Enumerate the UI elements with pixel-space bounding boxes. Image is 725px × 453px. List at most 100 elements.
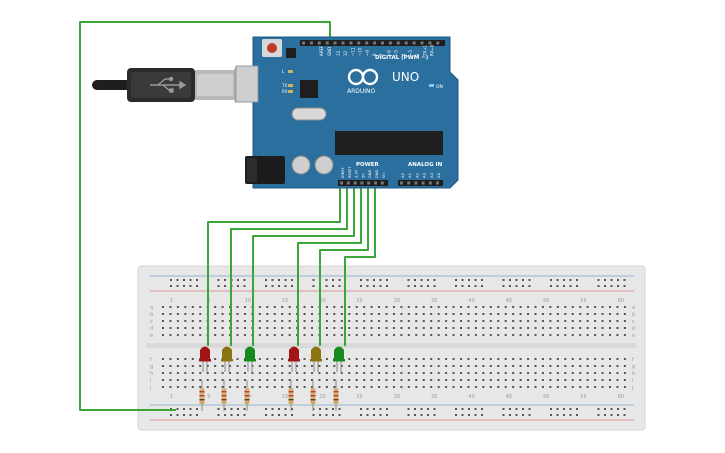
power-pin-label: GND — [368, 170, 372, 178]
digital-pin-label: ~11 — [350, 47, 355, 56]
row-letter: a — [150, 305, 153, 311]
board-model: UNO — [392, 70, 419, 84]
led[interactable] — [221, 346, 233, 373]
column-number: 55 — [580, 298, 586, 304]
resistor-group — [199, 380, 339, 411]
crystal — [291, 107, 327, 121]
row-letter: a — [632, 305, 635, 311]
breadboard[interactable]: 1155101015152020252530303535404045455050… — [137, 265, 646, 431]
analog-pin-label: A1 — [407, 172, 412, 178]
analog-header — [398, 180, 443, 186]
resistor[interactable] — [288, 380, 294, 411]
column-number: 50 — [543, 298, 549, 304]
column-number: 25 — [357, 298, 363, 304]
digital-pin-label: ~9 — [365, 50, 370, 56]
led[interactable] — [310, 346, 322, 373]
digital-pin-label: 13 — [336, 50, 341, 56]
column-number: 20 — [319, 298, 325, 304]
led[interactable] — [333, 346, 345, 373]
digital-pin-label: ~3 — [408, 50, 413, 56]
row-letter: j — [149, 385, 151, 391]
resistor[interactable] — [221, 380, 227, 411]
capacitor — [291, 155, 311, 175]
column-number: 55 — [580, 394, 586, 400]
column-number: 30 — [394, 394, 400, 400]
led[interactable] — [244, 346, 256, 373]
row-letter: f — [150, 357, 152, 363]
resistor[interactable] — [310, 380, 316, 411]
usb-icon — [150, 76, 187, 93]
row-letter: e — [632, 333, 635, 339]
on-label: ON — [436, 84, 443, 90]
row-letter: d — [632, 326, 635, 332]
column-number: 40 — [468, 394, 474, 400]
arduino-uno-board[interactable]: ARDUINO UNO DIGITAL (PWM ~) POWER ANALOG… — [235, 36, 459, 189]
wire-gnd[interactable] — [79, 21, 331, 411]
row-letter: c — [632, 319, 635, 325]
digital-pin-label: ~5 — [394, 50, 399, 56]
analog-pin-label: A4 — [429, 172, 434, 178]
column-number: 60 — [618, 394, 624, 400]
row-letter: h — [632, 371, 635, 377]
led-group — [199, 346, 345, 373]
resistor[interactable] — [333, 380, 339, 411]
column-number: 60 — [618, 298, 624, 304]
led[interactable] — [288, 346, 300, 373]
column-number: 40 — [468, 298, 474, 304]
digital-label: DIGITAL (PWM ~) — [375, 55, 429, 61]
column-number: 45 — [506, 298, 512, 304]
row-letter: f — [632, 357, 634, 363]
column-number: 15 — [282, 298, 288, 304]
column-number: 35 — [431, 394, 437, 400]
column-number: 5 — [207, 394, 210, 400]
arduino-logo-text: ARDUINO — [347, 88, 376, 95]
led[interactable] — [199, 346, 211, 373]
digital-pin-label: 8 — [372, 53, 377, 56]
row-letter: d — [150, 326, 153, 332]
digital-pin-label: RX←0 — [430, 44, 435, 56]
analog-pin-label: A0 — [400, 172, 405, 178]
analog-pin-label: A2 — [414, 172, 419, 178]
digital-header — [300, 40, 445, 46]
arduino-logo — [347, 68, 379, 86]
rx-label: RX — [282, 89, 288, 94]
digital-pin-label: 7 — [379, 53, 384, 56]
power-pin-label: 5V — [361, 173, 365, 178]
power-label: POWER — [356, 162, 380, 168]
digital-pin-label: ~10 — [358, 47, 363, 56]
row-letter: g — [632, 364, 635, 370]
column-number: 25 — [357, 394, 363, 400]
digital-pin-label: 12 — [343, 50, 348, 56]
row-letter: j — [631, 385, 633, 391]
reset-button[interactable] — [262, 39, 282, 57]
column-number: 15 — [282, 394, 288, 400]
row-letter: h — [150, 371, 153, 377]
row-letter: i — [150, 378, 151, 384]
column-number: 10 — [245, 298, 251, 304]
column-number: 20 — [319, 394, 325, 400]
on-led — [429, 84, 434, 87]
usb-port — [235, 65, 259, 103]
aref-label: AREF — [319, 45, 324, 56]
column-number: 1 — [170, 298, 173, 304]
row-letter: g — [150, 364, 153, 370]
resistor[interactable] — [244, 380, 250, 411]
column-number: 50 — [543, 394, 549, 400]
column-number: 45 — [506, 394, 512, 400]
power-pin-label: Vin — [382, 172, 386, 178]
usb-chip — [300, 80, 318, 98]
l-label: L — [282, 69, 285, 74]
usb-cable[interactable] — [92, 67, 258, 103]
power-pin-label: GND — [375, 170, 379, 178]
tx-label: TX — [281, 83, 287, 88]
column-number: 30 — [394, 298, 400, 304]
gnd-label: GND — [327, 47, 332, 56]
resistor[interactable] — [199, 380, 205, 411]
digital-pin-label: 2 — [415, 53, 420, 56]
power-pin-label: 3.3V — [355, 169, 359, 178]
atmega-chip — [335, 131, 443, 155]
column-number: 1 — [170, 394, 173, 400]
